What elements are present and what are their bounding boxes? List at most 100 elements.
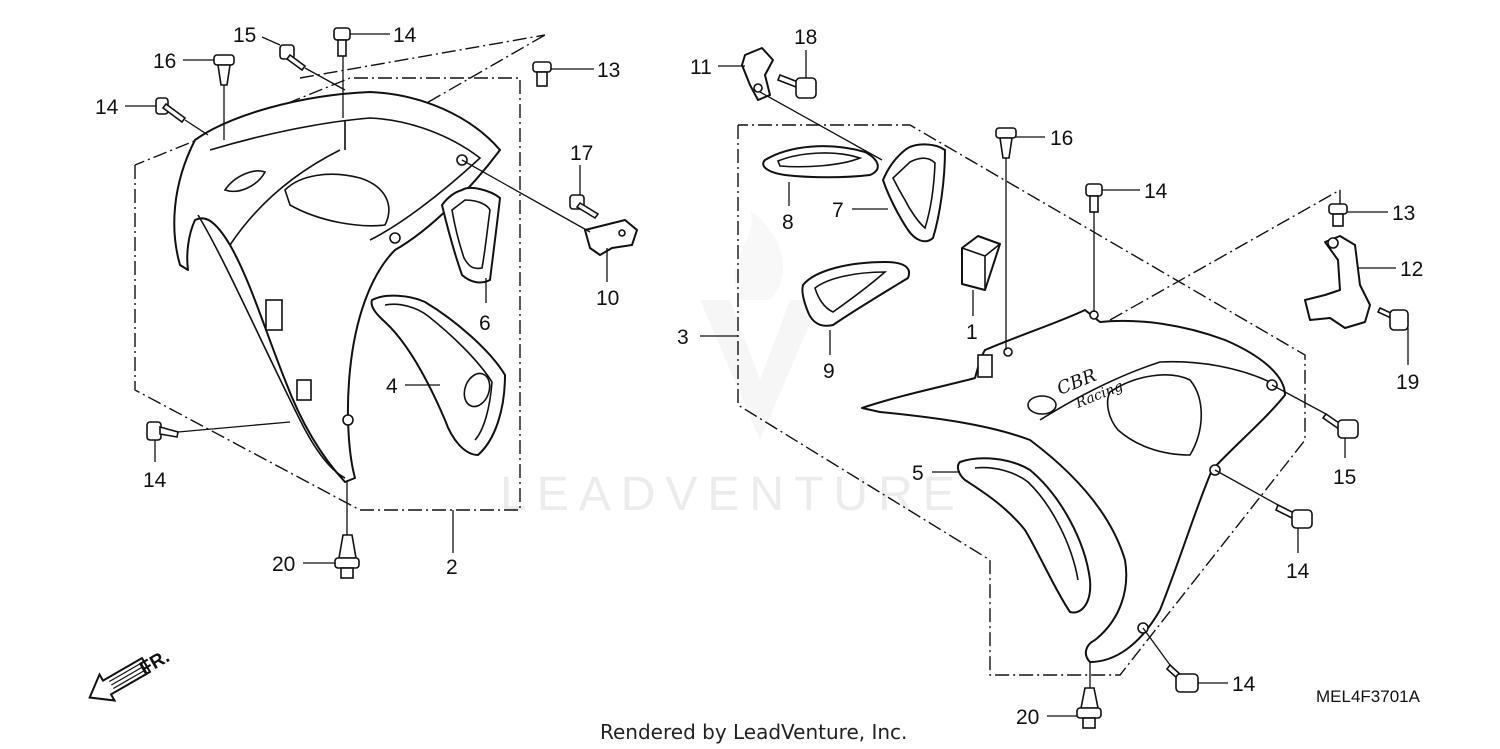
part-6-seal xyxy=(441,187,501,284)
callout-4: 4 xyxy=(386,375,398,398)
cowl-emblem xyxy=(1027,395,1057,415)
callout-2: 2 xyxy=(446,556,458,579)
callout-15: 15 xyxy=(1333,466,1356,489)
bracket-hole xyxy=(753,83,763,93)
seal-inner xyxy=(892,157,936,230)
part-5-inner-panel xyxy=(956,457,1092,614)
bolt-14-bottom-left-icon xyxy=(146,421,179,441)
part-9-seal xyxy=(801,261,910,327)
bolt-18-icon xyxy=(776,73,817,99)
clip-hole xyxy=(618,229,626,237)
panel-inner xyxy=(974,466,1079,581)
cowl-inner-edge xyxy=(209,117,482,241)
cowl-emblem xyxy=(223,170,267,192)
bolt-17-icon xyxy=(569,194,600,220)
seal-inner xyxy=(451,199,491,270)
part-11-bracket xyxy=(741,47,774,101)
nut-13-right-icon xyxy=(1328,203,1348,227)
part-8-seal xyxy=(762,145,879,179)
callout-14: 14 xyxy=(1286,560,1310,583)
callout-5: 5 xyxy=(912,462,924,485)
bolt-19-icon xyxy=(1376,306,1409,331)
callout-16: 16 xyxy=(1050,127,1073,150)
leader xyxy=(759,91,883,161)
dash-line xyxy=(1109,189,1341,321)
bolt-14-right-top-icon xyxy=(1085,183,1103,213)
part-1-cushion xyxy=(961,235,1001,291)
bolt-14-top-icon xyxy=(333,27,351,57)
bolt-15-left-icon xyxy=(279,44,307,72)
callout-1: 1 xyxy=(966,321,978,344)
cowl-tab xyxy=(265,299,283,331)
diagram-code: MEL4F3701A xyxy=(1316,687,1421,706)
callout-14: 14 xyxy=(393,24,417,47)
seal-inner xyxy=(814,271,888,313)
callout-12: 12 xyxy=(1400,258,1423,281)
cowl-hole xyxy=(1003,347,1013,357)
cowl-duct-opening xyxy=(284,173,390,227)
callout-7: 7 xyxy=(832,199,844,222)
callout-13: 13 xyxy=(1392,202,1415,225)
cushion-edge xyxy=(961,243,1001,290)
callout-17: 17 xyxy=(570,142,593,165)
rivet-16-left-icon xyxy=(213,54,235,86)
leader xyxy=(1271,384,1327,415)
bolt-14-left-icon xyxy=(155,97,187,124)
cowl-tab xyxy=(977,354,993,378)
callout-8: 8 xyxy=(782,211,794,234)
assembly-outline-left xyxy=(134,77,521,511)
bracket-hole xyxy=(1327,237,1339,249)
callout-20: 20 xyxy=(272,553,295,576)
assembly-outline-right xyxy=(737,124,1306,676)
part-7-seal xyxy=(882,143,946,243)
cowl-hole xyxy=(1089,310,1099,320)
rivet-16-right-icon xyxy=(995,127,1017,159)
cowl-hole xyxy=(389,232,401,244)
cowl-tab xyxy=(296,379,312,401)
part-3-right-lower-cowl xyxy=(861,309,1286,663)
part-4-inner-panel xyxy=(370,294,506,456)
leader xyxy=(1214,469,1279,506)
panel-hole xyxy=(463,372,491,408)
callout-18: 18 xyxy=(794,26,817,49)
cowl-crease xyxy=(229,120,346,246)
panel-inner xyxy=(384,303,493,441)
callout-14: 14 xyxy=(95,96,119,119)
bolt-15-right-icon xyxy=(1321,412,1359,439)
dash-line xyxy=(299,34,546,79)
callout-3: 3 xyxy=(677,326,689,349)
callout-20: 20 xyxy=(1016,706,1039,729)
cowl-duct-opening xyxy=(1106,374,1203,456)
leader xyxy=(184,119,209,136)
front-arrow-icon xyxy=(88,656,152,702)
rivet-20-left-icon xyxy=(334,534,360,579)
callout-10: 10 xyxy=(596,287,619,310)
cowl-hole xyxy=(342,414,354,426)
part-10-clip xyxy=(584,219,638,256)
leader xyxy=(177,421,291,433)
watermark-logo-icon xyxy=(700,210,820,440)
leader xyxy=(461,159,591,233)
nut-13-left-icon xyxy=(532,61,552,87)
leader xyxy=(304,67,346,91)
callout-14: 14 xyxy=(143,469,167,492)
callout-leader xyxy=(261,36,281,46)
part-2-left-lower-cowl xyxy=(173,91,501,483)
part-12-bracket xyxy=(1304,235,1371,329)
callout-13: 13 xyxy=(597,59,620,82)
callout-6: 6 xyxy=(479,312,491,335)
callout-14: 14 xyxy=(1144,180,1168,203)
callout-11: 11 xyxy=(690,56,712,79)
bolt-14-right-mid-icon xyxy=(1274,503,1313,529)
rivet-20-right-icon xyxy=(1076,687,1102,729)
callout-19: 19 xyxy=(1396,371,1419,394)
cowl-inner-edge xyxy=(1039,360,1271,421)
callout-15: 15 xyxy=(233,24,256,47)
watermark-text: LEADVENTURE xyxy=(500,468,965,521)
bolt-14-right-bottom-icon xyxy=(1165,663,1199,693)
footer-credit: Rendered by LeadVenture, Inc. xyxy=(600,720,907,744)
cowl-edge-line xyxy=(197,214,346,479)
callout-16: 16 xyxy=(153,50,176,73)
callout-9: 9 xyxy=(823,360,835,383)
